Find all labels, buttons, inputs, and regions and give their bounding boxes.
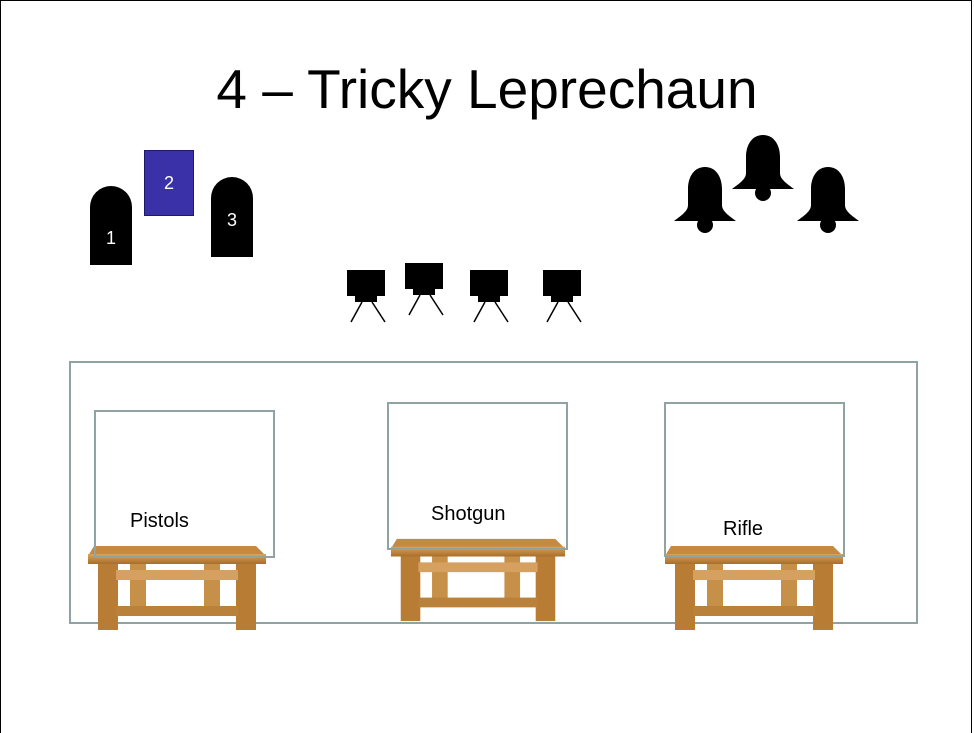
card-marker-2: 2	[144, 150, 194, 216]
tombstone-marker-3: 3	[211, 177, 253, 257]
steel-target-icon	[541, 268, 587, 324]
marker-label: 3	[227, 210, 237, 231]
slide-title: 4 – Tricky Leprechaun	[0, 62, 974, 117]
station-label-rifle: Rifle	[723, 518, 763, 541]
station-box-pistols	[94, 410, 275, 558]
bell-icon	[730, 133, 796, 201]
marker-label: 1	[106, 228, 116, 249]
station-label-shotgun: Shotgun	[431, 503, 506, 526]
bell-icon	[795, 165, 861, 233]
steel-target-icon	[403, 261, 449, 317]
marker-label: 2	[164, 173, 174, 194]
bell-icon	[672, 165, 738, 233]
tombstone-marker-1: 1	[90, 186, 132, 265]
steel-target-icon	[345, 268, 391, 324]
station-box-shotgun	[387, 402, 568, 550]
station-label-pistols: Pistols	[130, 510, 189, 533]
steel-target-icon	[468, 268, 514, 324]
